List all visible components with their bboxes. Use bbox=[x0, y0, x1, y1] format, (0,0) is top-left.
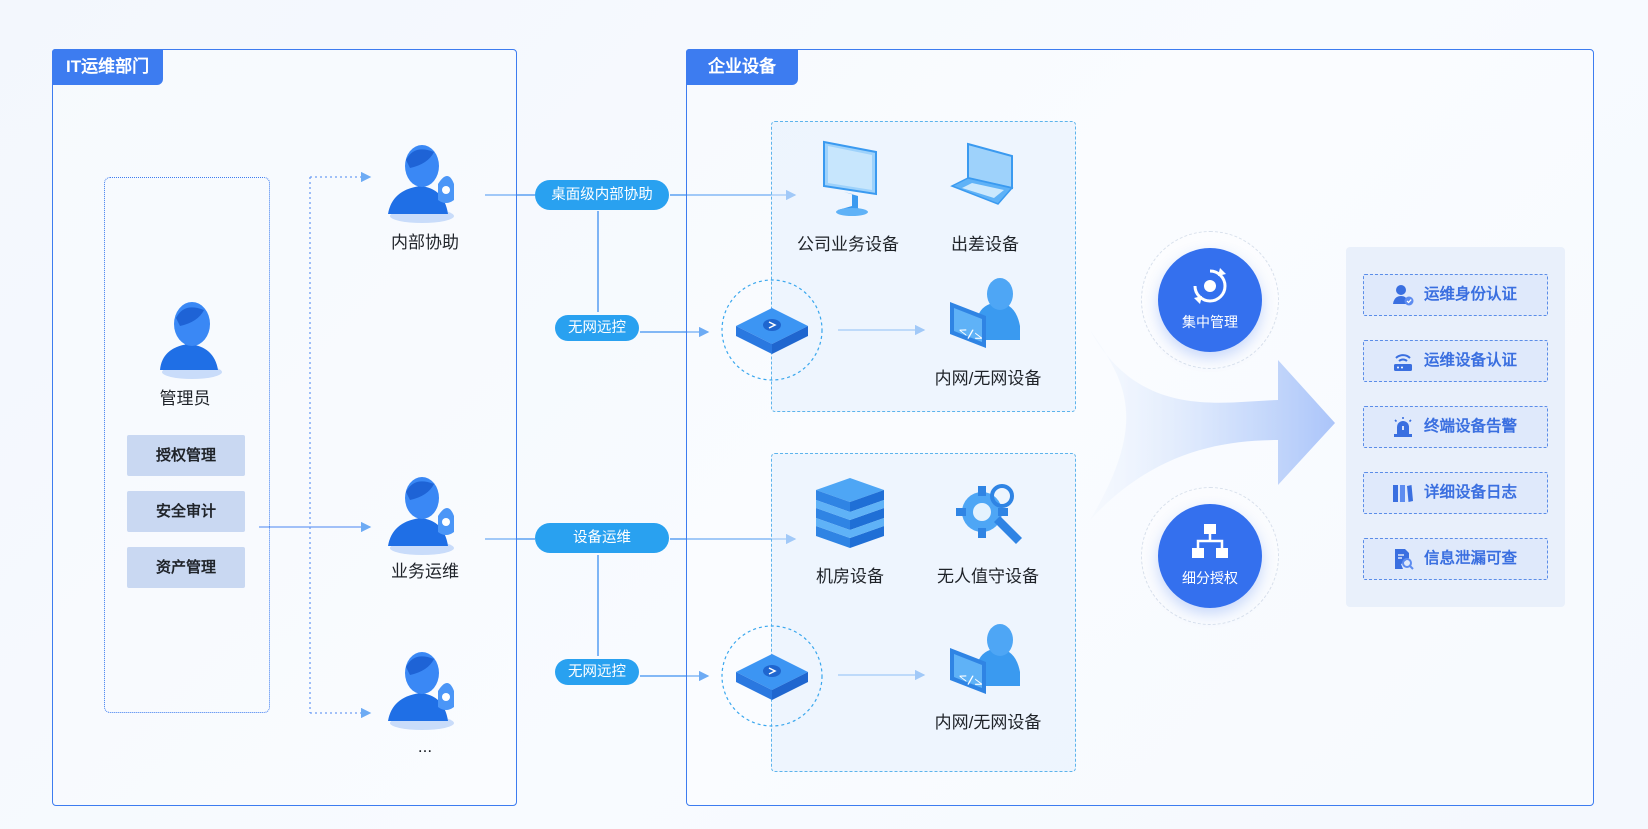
feature-leak-trace: 信息泄漏可查 bbox=[1363, 538, 1548, 580]
feature-device-log: 详细设备日志 bbox=[1363, 472, 1548, 514]
fine-authorize-node: 细分授权 bbox=[1141, 487, 1279, 625]
authorize-manage-button[interactable]: 授权管理 bbox=[127, 435, 245, 476]
internal-assist-label: 内部协助 bbox=[391, 233, 459, 252]
no-net-remote-pill-1: 无网远控 bbox=[555, 315, 639, 341]
feature-terminal-alert: 终端设备告警 bbox=[1363, 406, 1548, 448]
server-rack-icon bbox=[816, 478, 884, 548]
unattended-device-label: 无人值守设备 bbox=[937, 567, 1039, 586]
server-room-label: 机房设备 bbox=[816, 567, 884, 586]
org-chart-icon bbox=[1192, 524, 1228, 558]
admin-label: 管理员 bbox=[159, 389, 211, 408]
more-role-label: ... bbox=[417, 737, 433, 756]
no-net-remote-pill-2: 无网远控 bbox=[555, 659, 639, 685]
top-device-zone bbox=[771, 121, 1076, 412]
business-ops-role-icon bbox=[388, 477, 454, 555]
intranet-device-label-1: 内网/无网设备 bbox=[934, 369, 1042, 388]
asset-manage-button[interactable]: 资产管理 bbox=[127, 547, 245, 588]
alarm-light-icon bbox=[1394, 417, 1412, 437]
monitor-icon bbox=[823, 140, 877, 216]
intranet-device-label-2: 内网/无网设备 bbox=[934, 713, 1042, 732]
intranet-device-icon-1: </> bbox=[950, 278, 1020, 348]
user-check-icon bbox=[1393, 285, 1414, 306]
gear-wrench-icon bbox=[956, 484, 1022, 544]
central-manage-node: 集中管理 bbox=[1141, 231, 1279, 369]
desktop-assist-pill: 桌面级内部协助 bbox=[535, 180, 669, 210]
big-arrow bbox=[1090, 330, 1335, 520]
document-search-icon bbox=[1395, 549, 1414, 570]
more-role-icon bbox=[388, 652, 454, 730]
device-ops-pill: 设备运维 bbox=[535, 523, 669, 553]
feature-identity-auth: 运维身份认证 bbox=[1363, 274, 1548, 316]
fine-authorize-label: 细分授权 bbox=[1182, 570, 1238, 586]
admin-avatar-icon bbox=[160, 302, 222, 379]
remote-box-icon-2 bbox=[721, 625, 823, 727]
security-audit-button[interactable]: 安全审计 bbox=[127, 491, 245, 532]
it-dept-title: IT运维部门 bbox=[52, 49, 164, 85]
company-device-label: 公司业务设备 bbox=[797, 235, 899, 254]
admin-box bbox=[104, 177, 270, 713]
feature-list: 运维身份认证 运维设备认证 终端设备告警 详细设备日志 bbox=[1346, 247, 1565, 607]
travel-device-label: 出差设备 bbox=[951, 235, 1019, 254]
remote-box-icon-1 bbox=[721, 279, 823, 381]
feature-device-auth: 运维设备认证 bbox=[1363, 340, 1548, 382]
enterprise-title: 企业设备 bbox=[686, 49, 798, 85]
it-dept-panel: IT运维部门 bbox=[52, 49, 517, 806]
internal-assist-role-icon bbox=[388, 145, 454, 223]
business-ops-label: 业务运维 bbox=[391, 562, 459, 581]
laptop-icon bbox=[950, 142, 1014, 205]
router-icon bbox=[1394, 354, 1412, 371]
sync-icon bbox=[1193, 268, 1227, 304]
central-manage-label: 集中管理 bbox=[1182, 314, 1238, 330]
log-books-icon bbox=[1393, 485, 1413, 502]
intranet-device-icon-2: </> bbox=[950, 624, 1020, 694]
